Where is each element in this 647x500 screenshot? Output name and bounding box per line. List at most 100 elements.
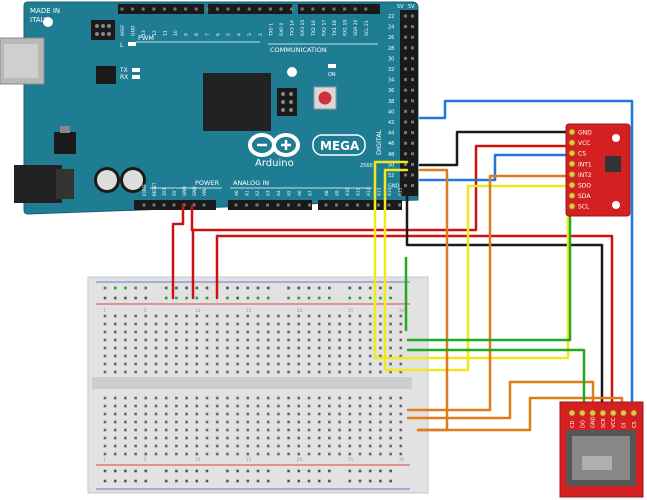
- breadboard-hole[interactable]: [266, 452, 270, 456]
- breadboard-hole[interactable]: [338, 346, 341, 350]
- breadboard-hole[interactable]: [297, 436, 301, 440]
- breadboard-hole[interactable]: [164, 362, 168, 366]
- breadboard-hole[interactable]: [379, 362, 382, 366]
- breadboard-hole[interactable]: [338, 354, 341, 358]
- breadboard-hole[interactable]: [236, 322, 239, 326]
- breadboard-hole[interactable]: [103, 428, 107, 432]
- breadboard-hole[interactable]: [195, 412, 199, 416]
- breadboard-hole[interactable]: [215, 314, 219, 318]
- breadboard-hole[interactable]: [287, 330, 290, 334]
- breadboard-hole[interactable]: [205, 354, 209, 358]
- top-header-pin[interactable]: [364, 7, 368, 11]
- breadboard-hole[interactable]: [358, 396, 362, 400]
- right-header-pin[interactable]: [411, 46, 414, 50]
- breadboard-hole[interactable]: [134, 370, 137, 374]
- breadboard-hole[interactable]: [328, 428, 331, 432]
- breadboard-hole[interactable]: [215, 436, 219, 440]
- breadboard-hole[interactable]: [103, 370, 107, 374]
- power-header-pin[interactable]: [192, 203, 196, 207]
- breadboard-hole[interactable]: [124, 452, 127, 456]
- breadboard-hole[interactable]: [399, 338, 403, 342]
- power-header-pin[interactable]: [202, 203, 206, 207]
- rail-hole[interactable]: [307, 296, 311, 300]
- breadboard-hole[interactable]: [124, 362, 127, 366]
- breadboard-hole[interactable]: [236, 346, 239, 350]
- breadboard-hole[interactable]: [287, 404, 290, 408]
- rail-hole[interactable]: [389, 296, 392, 300]
- breadboard-hole[interactable]: [226, 444, 229, 448]
- breadboard-hole[interactable]: [103, 420, 107, 424]
- rail-hole[interactable]: [297, 296, 301, 300]
- breadboard-hole[interactable]: [379, 346, 382, 350]
- right-header-pin[interactable]: [411, 56, 414, 60]
- breadboard-hole[interactable]: [154, 370, 158, 374]
- breadboard-hole[interactable]: [164, 330, 168, 334]
- breadboard-hole[interactable]: [246, 314, 250, 318]
- breadboard-hole[interactable]: [164, 436, 168, 440]
- breadboard-hole[interactable]: [144, 444, 148, 448]
- breadboard-hole[interactable]: [266, 314, 270, 318]
- breadboard-hole[interactable]: [215, 354, 219, 358]
- rail-hole[interactable]: [389, 469, 392, 473]
- breadboard-hole[interactable]: [399, 412, 403, 416]
- rail-hole[interactable]: [175, 469, 178, 473]
- breadboard-hole[interactable]: [246, 346, 250, 350]
- breadboard-hole[interactable]: [256, 428, 260, 432]
- top-header-pin[interactable]: [290, 7, 294, 11]
- analog-header-pin[interactable]: [356, 203, 359, 207]
- breadboard-hole[interactable]: [399, 362, 403, 366]
- breadboard-hole[interactable]: [246, 404, 250, 408]
- breadboard-hole[interactable]: [236, 362, 239, 366]
- rail-hole[interactable]: [175, 296, 178, 300]
- right-header-pin[interactable]: [404, 78, 407, 82]
- breadboard-hole[interactable]: [338, 330, 341, 334]
- breadboard-hole[interactable]: [328, 404, 331, 408]
- breadboard-hole[interactable]: [195, 404, 199, 408]
- breadboard-hole[interactable]: [287, 314, 290, 318]
- breadboard-hole[interactable]: [175, 354, 178, 358]
- breadboard-hole[interactable]: [297, 362, 301, 366]
- breadboard-hole[interactable]: [379, 314, 382, 318]
- analog-header-pin[interactable]: [387, 203, 391, 207]
- breadboard-hole[interactable]: [236, 452, 239, 456]
- breadboard-hole[interactable]: [226, 330, 229, 334]
- breadboard-hole[interactable]: [236, 436, 239, 440]
- rail-hole[interactable]: [185, 296, 188, 300]
- right-header-pin[interactable]: [404, 184, 407, 188]
- breadboard-hole[interactable]: [175, 428, 178, 432]
- breadboard-hole[interactable]: [215, 444, 219, 448]
- breadboard-hole[interactable]: [379, 370, 382, 374]
- breadboard-hole[interactable]: [103, 452, 107, 456]
- breadboard-hole[interactable]: [266, 412, 270, 416]
- breadboard-hole[interactable]: [338, 322, 341, 326]
- breadboard-hole[interactable]: [164, 322, 168, 326]
- rail-hole[interactable]: [317, 296, 321, 300]
- breadboard-hole[interactable]: [175, 314, 178, 318]
- right-header-pin[interactable]: [404, 67, 407, 71]
- breadboard-hole[interactable]: [175, 396, 178, 400]
- breadboard-hole[interactable]: [317, 354, 321, 358]
- breadboard-hole[interactable]: [154, 314, 158, 318]
- breadboard-hole[interactable]: [124, 370, 127, 374]
- rail-hole[interactable]: [205, 469, 209, 473]
- breadboard-hole[interactable]: [164, 444, 168, 448]
- breadboard-hole[interactable]: [215, 370, 219, 374]
- breadboard-hole[interactable]: [246, 444, 250, 448]
- accelerometer-pin[interactable]: [568, 160, 576, 168]
- breadboard-hole[interactable]: [113, 444, 117, 448]
- breadboard-hole[interactable]: [226, 436, 229, 440]
- breadboard-hole[interactable]: [195, 338, 199, 342]
- breadboard-hole[interactable]: [195, 354, 199, 358]
- breadboard-hole[interactable]: [134, 436, 137, 440]
- breadboard-hole[interactable]: [399, 346, 403, 350]
- top-header-pin[interactable]: [343, 7, 347, 11]
- breadboard-hole[interactable]: [379, 444, 382, 448]
- breadboard-hole[interactable]: [134, 362, 137, 366]
- rail-hole[interactable]: [246, 469, 250, 473]
- breadboard-hole[interactable]: [287, 444, 290, 448]
- breadboard-hole[interactable]: [113, 404, 117, 408]
- top-header-pin[interactable]: [268, 7, 272, 11]
- breadboard-hole[interactable]: [144, 452, 148, 456]
- rail-hole[interactable]: [164, 479, 168, 483]
- breadboard-hole[interactable]: [358, 314, 362, 318]
